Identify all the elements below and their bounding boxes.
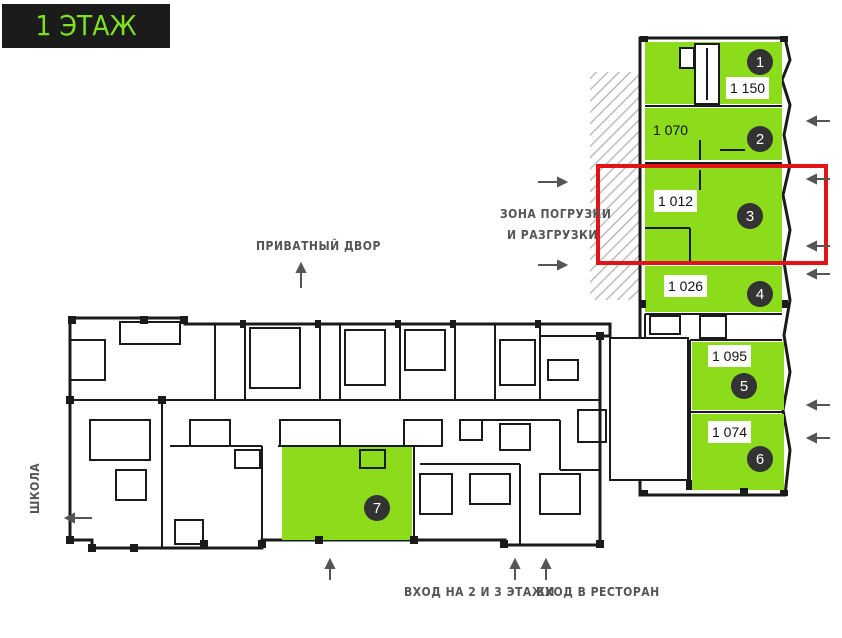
entrance-floors-label: ВХОД НА 2 И 3 ЭТАЖИ xyxy=(404,585,555,599)
unit-5-number: 5 xyxy=(740,378,748,395)
school-label: ШКОЛА xyxy=(28,462,42,514)
unit-7-circle xyxy=(364,495,390,521)
unit-1-area: 1 150 xyxy=(726,77,770,99)
private-yard-label: ПРИВАТНЫЙ ДВОР xyxy=(256,239,381,253)
unit-5-area: 1 095 xyxy=(708,345,752,367)
unit-6-circle xyxy=(747,446,773,472)
arrows xyxy=(63,115,830,580)
unit-4-number: 4 xyxy=(756,286,764,303)
loading-zone-label-line2: И РАЗГРУЗКИ xyxy=(507,228,598,242)
unit-3-circle xyxy=(737,203,763,229)
unit-1-circle xyxy=(747,49,773,75)
floor-badge: 1 ЭТАЖ xyxy=(2,4,170,48)
unit-2-area: 1 070 xyxy=(653,122,689,138)
unit-circles: 1 2 3 4 5 6 7 xyxy=(364,49,773,521)
entrance-restaurant-label: ВХОД В РЕСТОРАН xyxy=(536,585,660,599)
unit-1-number: 1 xyxy=(756,54,764,71)
unit-6-area: 1 074 xyxy=(708,421,752,443)
hall-right-wing xyxy=(609,337,689,481)
unit-7-fill[interactable] xyxy=(282,446,412,540)
unit-2-circle xyxy=(747,126,773,152)
unit-5-circle xyxy=(731,373,757,399)
unit-2-number: 2 xyxy=(756,131,764,148)
unit-3-area: 1 012 xyxy=(654,190,698,212)
unit-6-number: 6 xyxy=(756,451,764,468)
unit-7-number: 7 xyxy=(373,500,381,517)
loading-zone-label-line1: ЗОНА ПОГРУЗКИ xyxy=(500,207,612,221)
main-block xyxy=(66,36,788,552)
highlight-frame xyxy=(596,164,828,265)
unit-4-area: 1 026 xyxy=(664,275,708,297)
unit-4-circle xyxy=(747,281,773,307)
unit-3-number: 3 xyxy=(746,208,754,225)
